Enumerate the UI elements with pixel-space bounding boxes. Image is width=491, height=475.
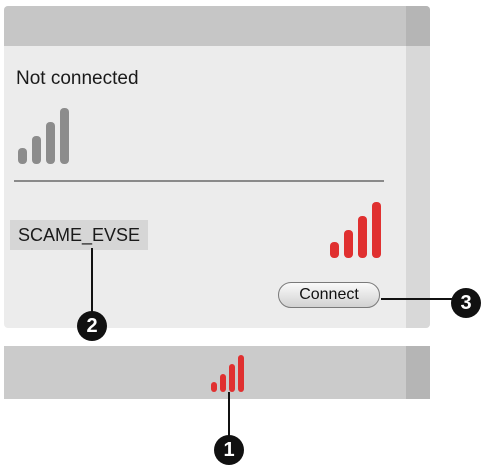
status-bar-signal-icon	[211, 355, 244, 392]
signal-bar-2	[32, 136, 41, 164]
callout-marker-1: 1	[214, 435, 244, 465]
callout-marker-2: 2	[77, 311, 107, 341]
signal-bar-3	[229, 364, 235, 392]
signal-bar-1	[211, 382, 217, 392]
panel-scrollbar[interactable]	[406, 46, 430, 328]
network-ssid[interactable]: SCAME_EVSE	[10, 220, 149, 250]
wifi-panel	[4, 6, 430, 328]
signal-disconnected-icon	[18, 108, 69, 164]
connection-status: Not connected	[16, 68, 139, 89]
signal-bar-4	[372, 202, 381, 258]
status-bar-strip	[406, 346, 430, 399]
signal-bar-4	[238, 355, 244, 392]
signal-bar-3	[358, 216, 367, 258]
signal-bar-1	[330, 242, 339, 258]
panel-header-strip	[406, 6, 430, 46]
status-bar	[4, 346, 430, 399]
signal-bar-3	[46, 122, 55, 164]
signal-bar-4	[60, 108, 69, 164]
connect-button[interactable]: Connect	[278, 282, 380, 308]
signal-bar-2	[220, 374, 226, 392]
callout-marker-3: 3	[451, 288, 481, 318]
signal-bar-1	[18, 148, 27, 164]
network-list-item[interactable]: SCAME_EVSE	[10, 202, 410, 264]
panel-header	[4, 6, 430, 46]
signal-bar-2	[344, 230, 353, 258]
signal-strength-icon	[330, 202, 381, 258]
section-divider	[14, 180, 384, 182]
